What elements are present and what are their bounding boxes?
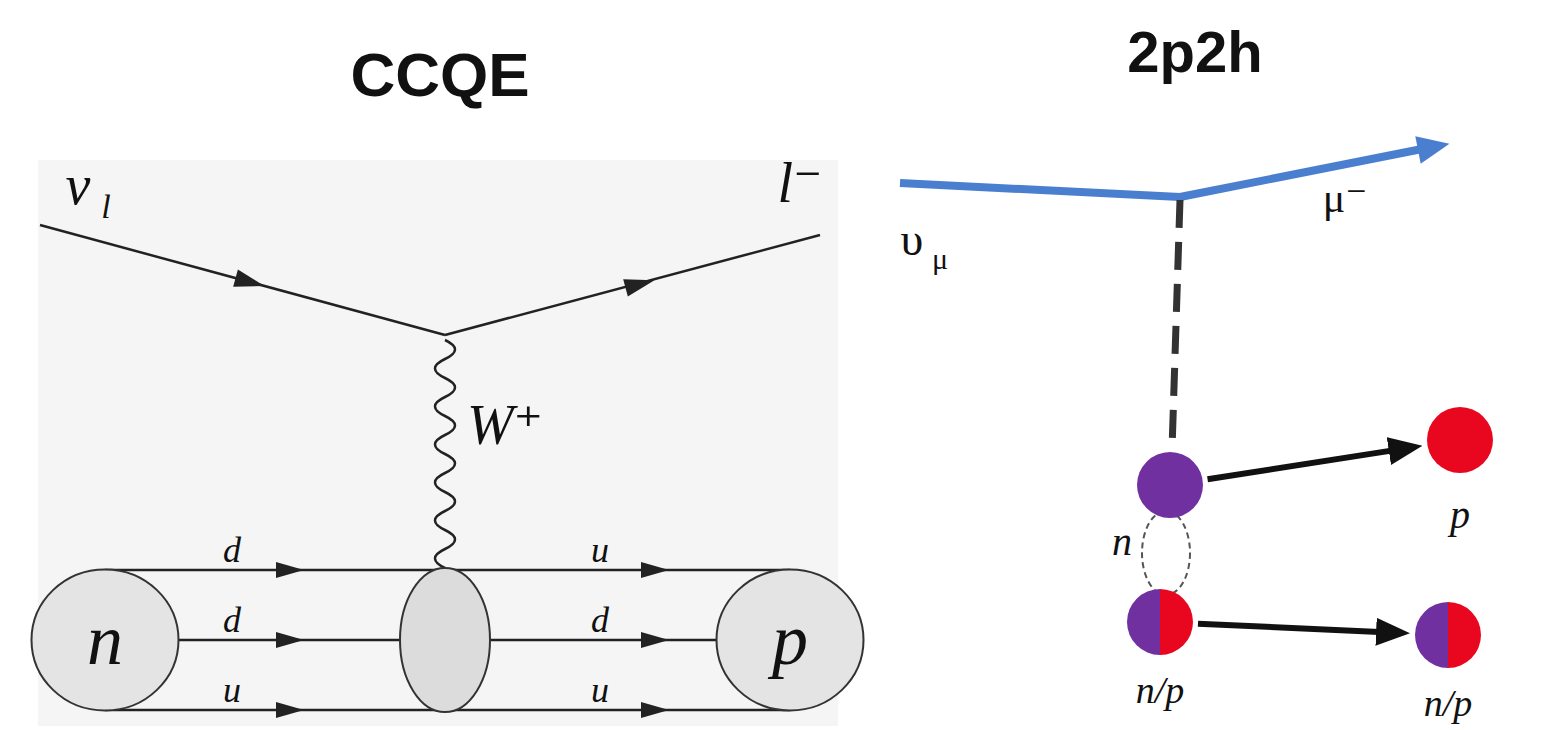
fermion-arrow bbox=[641, 702, 669, 718]
particle-symbol-box: υ bbox=[901, 217, 924, 263]
subscript-box: l bbox=[101, 190, 110, 224]
proton-circle: p bbox=[1426, 406, 1494, 474]
lepton-line bbox=[445, 235, 820, 335]
neutron-circle: n bbox=[1136, 451, 1204, 519]
neutron-half bbox=[1415, 602, 1448, 668]
fermion-arrow bbox=[641, 562, 669, 578]
quark-label-box: u bbox=[591, 532, 609, 568]
nucleon-label: n/p bbox=[1388, 684, 1508, 722]
quark-label: u bbox=[591, 672, 609, 708]
quark-label-box: u bbox=[223, 672, 241, 708]
fermion-arrow bbox=[233, 269, 267, 294]
neutron-oval: n bbox=[30, 568, 180, 712]
boson-wave bbox=[435, 340, 455, 568]
boson-dashed-line bbox=[1172, 200, 1180, 450]
boson-symbol-box: W⁺ bbox=[467, 397, 543, 453]
quark-label: d bbox=[223, 602, 241, 638]
node-outline bbox=[1414, 601, 1482, 669]
fermion-arrow bbox=[276, 702, 304, 718]
subscript: μ bbox=[932, 244, 948, 274]
nucleon-disc bbox=[1137, 452, 1203, 518]
particle-symbol-box: l⁻ bbox=[777, 155, 822, 211]
quark-label-box: d bbox=[591, 602, 609, 638]
proton-half bbox=[1160, 589, 1193, 655]
quark-label-box: u bbox=[591, 672, 609, 708]
particle-symbol: l⁻ bbox=[777, 155, 822, 211]
nucleon-label: p bbox=[1400, 495, 1520, 535]
panel-heading-box: 2p2h bbox=[1127, 23, 1262, 81]
nucleon-label: n/p bbox=[1100, 671, 1220, 709]
lepton-arrowhead bbox=[1415, 130, 1452, 164]
correlation-loop bbox=[1142, 511, 1190, 595]
neutrino-line bbox=[40, 225, 445, 335]
quark-label: u bbox=[223, 672, 241, 708]
subscript: l bbox=[101, 190, 110, 224]
quark-label-box: d bbox=[223, 532, 241, 568]
fermion-arrow bbox=[623, 271, 657, 296]
quark-label: d bbox=[591, 602, 609, 638]
particle-symbol: υ bbox=[901, 217, 924, 263]
proton-oval: p bbox=[715, 568, 865, 712]
particle-symbol: ν bbox=[66, 157, 91, 213]
fermion-arrow bbox=[276, 562, 304, 578]
particle-symbol-box: μ⁻ bbox=[1323, 177, 1368, 219]
panel-heading-box: CCQE bbox=[350, 44, 529, 106]
momentum-arrow bbox=[1198, 624, 1390, 633]
quark-label: u bbox=[591, 532, 609, 568]
nucleon-circle: n/p bbox=[1126, 588, 1194, 656]
node-outline bbox=[1426, 406, 1494, 474]
boson-symbol: W⁺ bbox=[467, 397, 543, 453]
nucleon-circle: n/p bbox=[1414, 601, 1482, 669]
quark-label: d bbox=[223, 532, 241, 568]
nucleon-label: n bbox=[45, 604, 165, 676]
nucleon-disc bbox=[1427, 407, 1493, 473]
nucleon-label: p bbox=[730, 604, 850, 676]
particle-symbol-box: ν bbox=[66, 157, 91, 213]
node-outline bbox=[1136, 451, 1204, 519]
hadron-oval bbox=[32, 570, 179, 711]
momentum-arrow bbox=[1208, 449, 1403, 479]
proton-half bbox=[1448, 602, 1481, 668]
nucleon-label: n bbox=[1062, 522, 1182, 562]
panel-heading: CCQE bbox=[350, 44, 529, 106]
neutron-half bbox=[1127, 589, 1160, 655]
vertex-blob bbox=[400, 568, 490, 712]
particle-symbol: μ⁻ bbox=[1323, 177, 1368, 219]
panel-heading: 2p2h bbox=[1127, 23, 1262, 81]
hadron-oval bbox=[717, 570, 864, 711]
fermion-arrow bbox=[641, 632, 669, 648]
fermion-arrow bbox=[276, 632, 304, 648]
subscript-box: μ bbox=[932, 244, 948, 274]
quark-label-box: d bbox=[223, 602, 241, 638]
node-outline bbox=[1126, 588, 1194, 656]
